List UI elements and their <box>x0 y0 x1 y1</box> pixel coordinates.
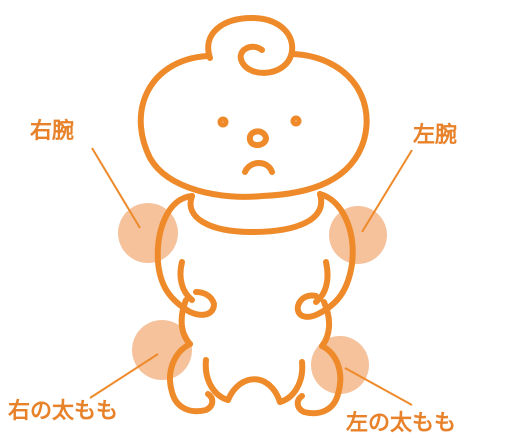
left-thigh-pointer <box>344 367 413 406</box>
right-arm-pointer <box>91 147 141 229</box>
baby-right-leg <box>167 341 231 415</box>
baby-left-leg <box>277 343 344 417</box>
baby-crotch <box>225 376 283 405</box>
label-left-arm: 左腕 <box>413 122 457 148</box>
baby-nose <box>246 128 269 148</box>
label-right-thigh: 右の太もも <box>8 399 118 424</box>
baby-mouth <box>242 160 275 175</box>
label-right-arm: 右腕 <box>30 118 74 144</box>
baby-left-arm <box>294 191 356 320</box>
baby-torso <box>178 297 332 349</box>
baby-eye-left <box>290 115 302 127</box>
baby-bib <box>187 191 325 235</box>
right-thigh-spot <box>132 320 192 380</box>
pointer-lines <box>89 147 413 406</box>
right-thigh-pointer <box>89 353 159 399</box>
left-arm-pointer <box>361 149 413 233</box>
baby-right-arm <box>154 193 217 318</box>
sad-baby-illustration <box>137 15 370 417</box>
label-left-thigh: 左の太もも <box>346 410 456 436</box>
baby-hair-curl <box>205 15 296 76</box>
baby-eye-right <box>217 116 229 128</box>
left-arm-spot <box>329 206 387 264</box>
baby-head <box>137 51 370 200</box>
